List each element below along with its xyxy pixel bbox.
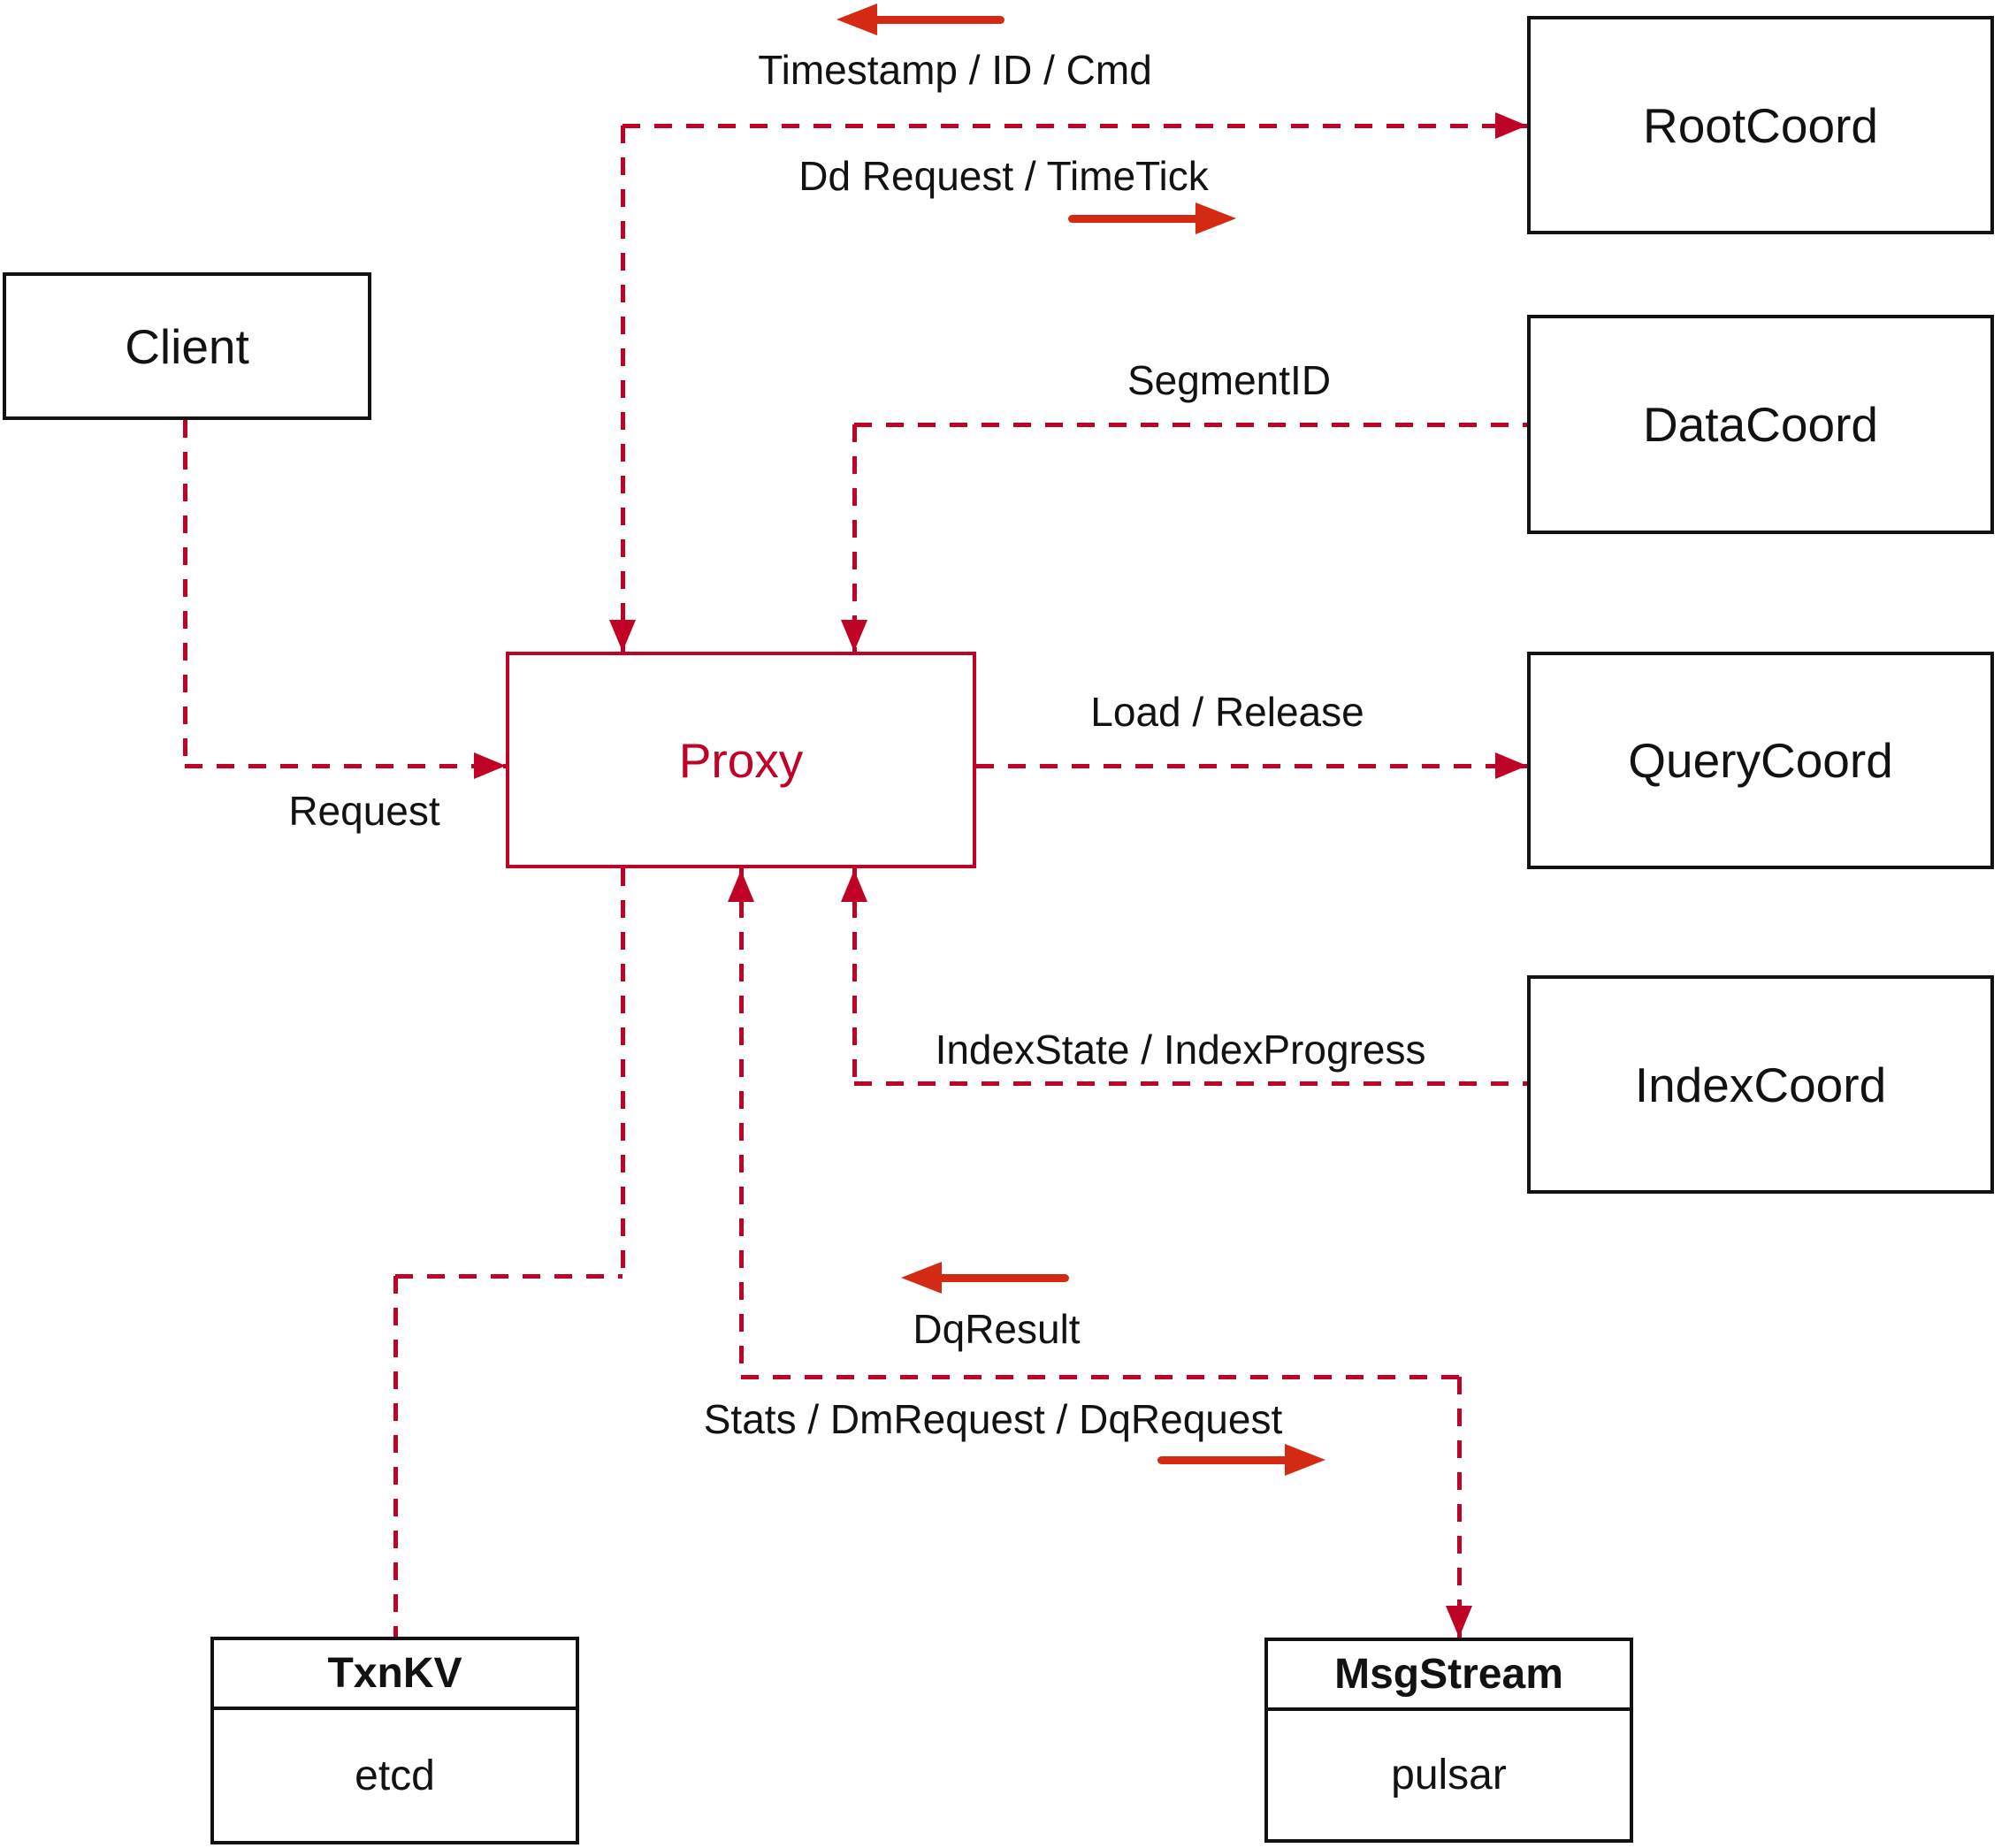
rootcoord-node-label: RootCoord xyxy=(1643,97,1878,153)
msgstream-node-body: pulsar xyxy=(1391,1752,1507,1798)
response-direction-arrow-left-icon xyxy=(836,4,1004,35)
querycoord-node: QueryCoord xyxy=(1527,652,1994,869)
edge-indexcoord-proxy-vertical xyxy=(852,868,857,1083)
edge-proxy-rootcoord-horizontal xyxy=(623,124,1527,128)
txnkv-node-title: TxnKV xyxy=(214,1640,576,1710)
arrowhead-into-proxy-top-right-icon xyxy=(841,620,867,652)
edge-label-load-release: Load / Release xyxy=(1090,689,1364,735)
arrowhead-into-msgstream-icon xyxy=(1446,1606,1472,1638)
datacoord-node: DataCoord xyxy=(1527,315,1994,534)
indexcoord-node-label: IndexCoord xyxy=(1634,1057,1887,1112)
edge-datacoord-proxy-horizontal xyxy=(854,423,1527,427)
request-direction-arrow-right-icon xyxy=(1068,202,1236,234)
edge-proxy-txnkv-horizontal xyxy=(395,1274,623,1279)
stats-direction-arrow-right-icon xyxy=(1157,1444,1325,1476)
edge-label-timestamp-id-cmd: Timestamp / ID / Cmd xyxy=(758,47,1152,93)
client-node: Client xyxy=(3,272,371,420)
edge-label-dq-result: DqResult xyxy=(913,1306,1081,1352)
msgstream-node: MsgStream pulsar xyxy=(1264,1638,1633,1843)
arrowhead-into-proxy-top-left-icon xyxy=(609,620,636,652)
txnkv-node: TxnKV etcd xyxy=(210,1637,579,1844)
arrowhead-into-querycoord-icon xyxy=(1495,752,1527,779)
txnkv-node-body: etcd xyxy=(355,1752,435,1799)
rootcoord-node: RootCoord xyxy=(1527,16,1994,234)
arrowhead-into-proxy-bottom-left-icon xyxy=(728,870,754,902)
edge-proxy-rootcoord-vertical xyxy=(621,126,625,652)
arrowhead-into-rootcoord-icon xyxy=(1495,112,1527,139)
edge-proxy-txnkv-vertical-2 xyxy=(393,1276,398,1637)
edge-proxy-querycoord-horizontal xyxy=(976,764,1527,768)
edge-proxy-msgstream-vertical-2 xyxy=(1457,1377,1462,1638)
arrowhead-into-proxy-bottom-right-icon xyxy=(841,870,867,902)
edge-label-dd-request-timetick: Dd Request / TimeTick xyxy=(798,153,1209,199)
edge-client-proxy-horizontal xyxy=(185,764,506,768)
edge-label-stats-dm-dq: Stats / DmRequest / DqRequest xyxy=(703,1396,1283,1442)
proxy-node-label: Proxy xyxy=(678,732,804,788)
edge-label-segment-id: SegmentID xyxy=(1127,357,1332,403)
datacoord-node-label: DataCoord xyxy=(1643,397,1878,452)
proxy-node: Proxy xyxy=(506,652,976,868)
client-node-label: Client xyxy=(125,318,249,374)
edge-proxy-msgstream-horizontal xyxy=(741,1375,1459,1379)
arrowhead-into-proxy-left-icon xyxy=(474,752,506,779)
indexcoord-node: IndexCoord xyxy=(1527,975,1994,1194)
edge-label-request: Request xyxy=(288,788,440,834)
edge-indexcoord-proxy-horizontal xyxy=(854,1081,1527,1086)
msgstream-node-title: MsgStream xyxy=(1268,1641,1630,1711)
edge-proxy-txnkv-vertical-1 xyxy=(621,868,625,1276)
dqresult-direction-arrow-left-icon xyxy=(901,1262,1069,1294)
edge-client-proxy-vertical xyxy=(183,420,187,766)
querycoord-node-label: QueryCoord xyxy=(1628,733,1893,788)
edge-label-index-state: IndexState / IndexProgress xyxy=(935,1027,1426,1073)
edge-proxy-msgstream-vertical-1 xyxy=(739,868,744,1377)
edge-datacoord-proxy-vertical xyxy=(852,424,857,652)
